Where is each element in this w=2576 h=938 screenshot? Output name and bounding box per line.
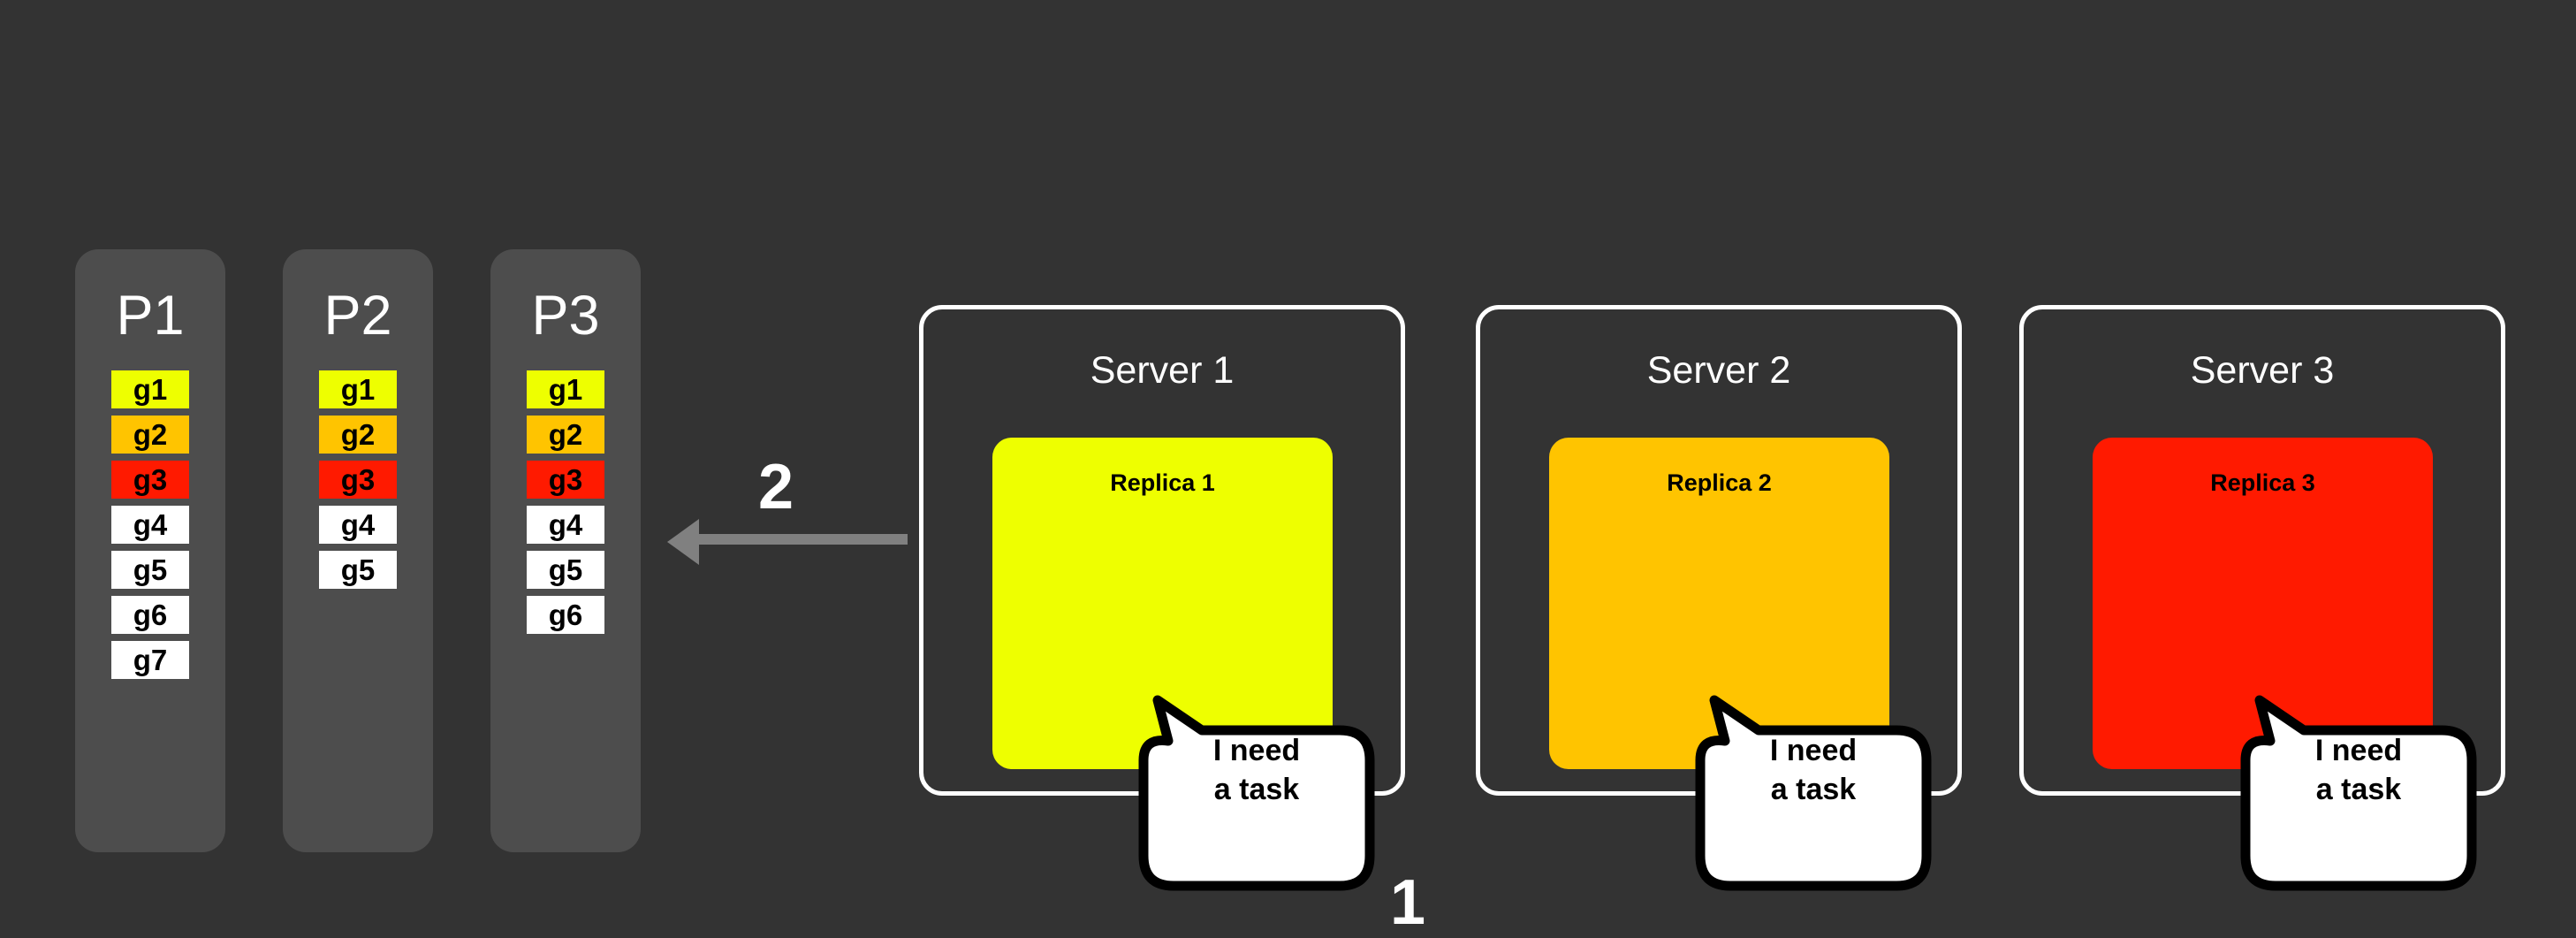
task-cell-label: g5 [548, 553, 583, 586]
partition-column-p3: P3 g1 g2 g3 g4 g5 g6 [490, 249, 641, 852]
task-cell[interactable]: g6 [111, 596, 189, 634]
arrow-head-icon [667, 519, 699, 565]
task-cell[interactable]: g2 [527, 416, 604, 454]
task-cell-label: g4 [340, 508, 376, 541]
task-cell[interactable]: g5 [111, 551, 189, 589]
step-number-2: 2 [758, 452, 794, 522]
replica-label-3: Replica 3 [2210, 469, 2315, 496]
task-cell-label: g5 [340, 553, 376, 586]
partition-title-p2: P2 [323, 285, 392, 347]
assign-task-arrow [667, 517, 908, 567]
speech-bubble-server-3[interactable]: I need a task [2240, 691, 2477, 893]
task-cell[interactable]: g3 [111, 461, 189, 499]
partition-items-p3: g1 g2 g3 g4 g5 g6 [490, 370, 641, 641]
task-cell[interactable]: g4 [111, 506, 189, 544]
task-cell-label: g6 [133, 599, 168, 631]
task-cell-label: g1 [340, 373, 376, 406]
task-cell[interactable]: g2 [111, 416, 189, 454]
task-cell-label: g4 [133, 508, 168, 541]
server-title-1: Server 1 [1090, 349, 1235, 392]
task-cell-label: g6 [548, 599, 583, 631]
arrow-shaft [697, 534, 908, 545]
speech-bubble-shape [2240, 695, 2477, 891]
partition-column-p1: P1 g1 g2 g3 g4 g5 g6 g7 [75, 249, 225, 852]
task-cell-label: g5 [133, 553, 168, 586]
task-cell[interactable]: g4 [319, 506, 397, 544]
task-cell[interactable]: g1 [111, 370, 189, 408]
task-cell-label: g2 [548, 418, 583, 451]
replica-label-1: Replica 1 [1110, 469, 1215, 496]
replica-label-2: Replica 2 [1667, 469, 1772, 496]
task-cell-label: g3 [548, 463, 583, 496]
task-cell-label: g4 [548, 508, 583, 541]
speech-bubble-server-1[interactable]: I need a task [1138, 691, 1375, 893]
task-cell[interactable]: g5 [527, 551, 604, 589]
task-cell-label: g2 [133, 418, 168, 451]
task-cell[interactable]: g3 [527, 461, 604, 499]
partition-items-p2: g1 g2 g3 g4 g5 [283, 370, 433, 596]
speech-bubble-shape [1138, 695, 1375, 891]
task-cell[interactable]: g1 [527, 370, 604, 408]
partition-title-p1: P1 [116, 285, 185, 347]
task-cell[interactable]: g7 [111, 641, 189, 679]
task-cell-label: g2 [340, 418, 376, 451]
task-cell-label: g3 [133, 463, 168, 496]
task-cell[interactable]: g2 [319, 416, 397, 454]
partition-title-p3: P3 [531, 285, 600, 347]
task-cell-label: g3 [340, 463, 376, 496]
speech-bubble-server-2[interactable]: I need a task [1695, 691, 1932, 893]
task-cell[interactable]: g4 [527, 506, 604, 544]
server-title-2: Server 2 [1646, 349, 1791, 392]
task-cell[interactable]: g5 [319, 551, 397, 589]
task-cell[interactable]: g6 [527, 596, 604, 634]
task-cell-label: g7 [133, 644, 168, 676]
task-cell-label: g1 [548, 373, 583, 406]
task-cell[interactable]: g1 [319, 370, 397, 408]
server-title-3: Server 3 [2190, 349, 2335, 392]
task-cell-label: g1 [133, 373, 168, 406]
partition-items-p1: g1 g2 g3 g4 g5 g6 g7 [75, 370, 225, 686]
speech-bubble-shape [1695, 695, 1932, 891]
task-cell[interactable]: g3 [319, 461, 397, 499]
step-number-1: 1 [1390, 867, 1426, 938]
partition-column-p2: P2 g1 g2 g3 g4 g5 [283, 249, 433, 852]
